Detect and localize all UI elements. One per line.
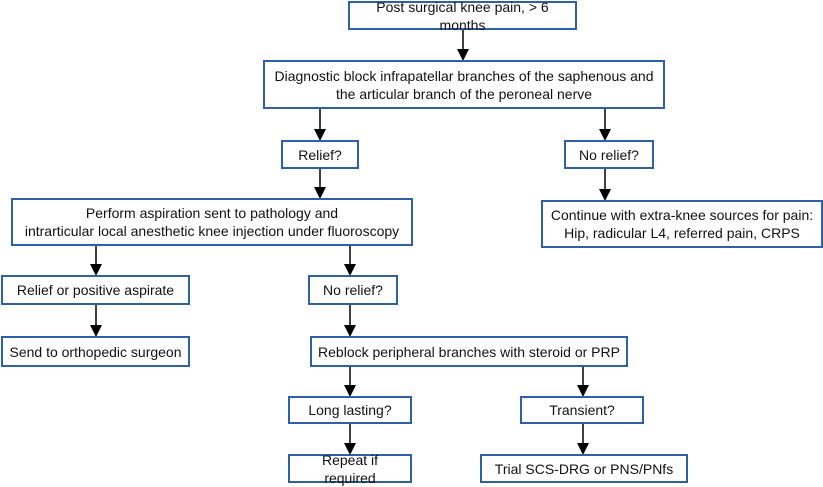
- relief-node: Relief?: [281, 140, 359, 169]
- repeat-node: Repeat if required: [288, 452, 412, 486]
- long-lasting-label: Long lasting?: [308, 402, 392, 418]
- orthopedic-surgeon-node: Send to orthopedic surgeon: [1, 336, 190, 367]
- start-node: Post surgical knee pain, > 6 months: [348, 0, 577, 33]
- no-relief-second-label: No relief?: [323, 282, 383, 298]
- orthopedic-surgeon-label: Send to orthopedic surgeon: [9, 343, 182, 360]
- extra-knee-sources-line2: Hip, radicular L4, referred pain, CRPS: [564, 225, 800, 241]
- relief-positive-aspirate-node: Relief or positive aspirate: [1, 275, 190, 305]
- relief-node-label: Relief?: [298, 146, 342, 163]
- diagnostic-block-line2: the articular branch of the peroneal ner…: [335, 85, 593, 102]
- reblock-node: Reblock peripheral branches with steroid…: [310, 336, 628, 367]
- transient-label: Transient?: [549, 402, 615, 418]
- aspiration-injection-line2: intrarticular local anesthetic knee inje…: [24, 223, 400, 239]
- no-relief-node-label: No relief?: [579, 146, 639, 163]
- no-relief-node: No relief?: [564, 140, 654, 169]
- trial-scs-label: Trial SCS-DRG or PNS/PNfs: [494, 460, 674, 477]
- relief-positive-aspirate-label: Relief or positive aspirate: [16, 282, 175, 298]
- extra-knee-sources-node: Continue with extra-knee sources for pai…: [541, 200, 823, 248]
- repeat-label: Repeat if required: [321, 451, 379, 486]
- no-relief-second-node: No relief?: [308, 275, 398, 305]
- reblock-label: Reblock peripheral branches with steroid…: [318, 343, 620, 360]
- aspiration-injection-line1: Perform aspiration sent to pathology and: [85, 205, 339, 221]
- transient-node: Transient?: [520, 396, 644, 424]
- long-lasting-node: Long lasting?: [288, 396, 412, 424]
- start-node-label: Post surgical knee pain, > 6 months: [376, 0, 549, 33]
- extra-knee-sources-line1: Continue with extra-knee sources for pai…: [550, 207, 814, 223]
- aspiration-injection-node: Perform aspiration sent to pathology and…: [11, 198, 413, 246]
- trial-scs-node: Trial SCS-DRG or PNS/PNfs: [480, 454, 688, 483]
- diagnostic-block-node: Diagnostic block infrapatellar branches …: [263, 60, 665, 109]
- diagnostic-block-line1: Diagnostic block infrapatellar branches …: [274, 67, 654, 84]
